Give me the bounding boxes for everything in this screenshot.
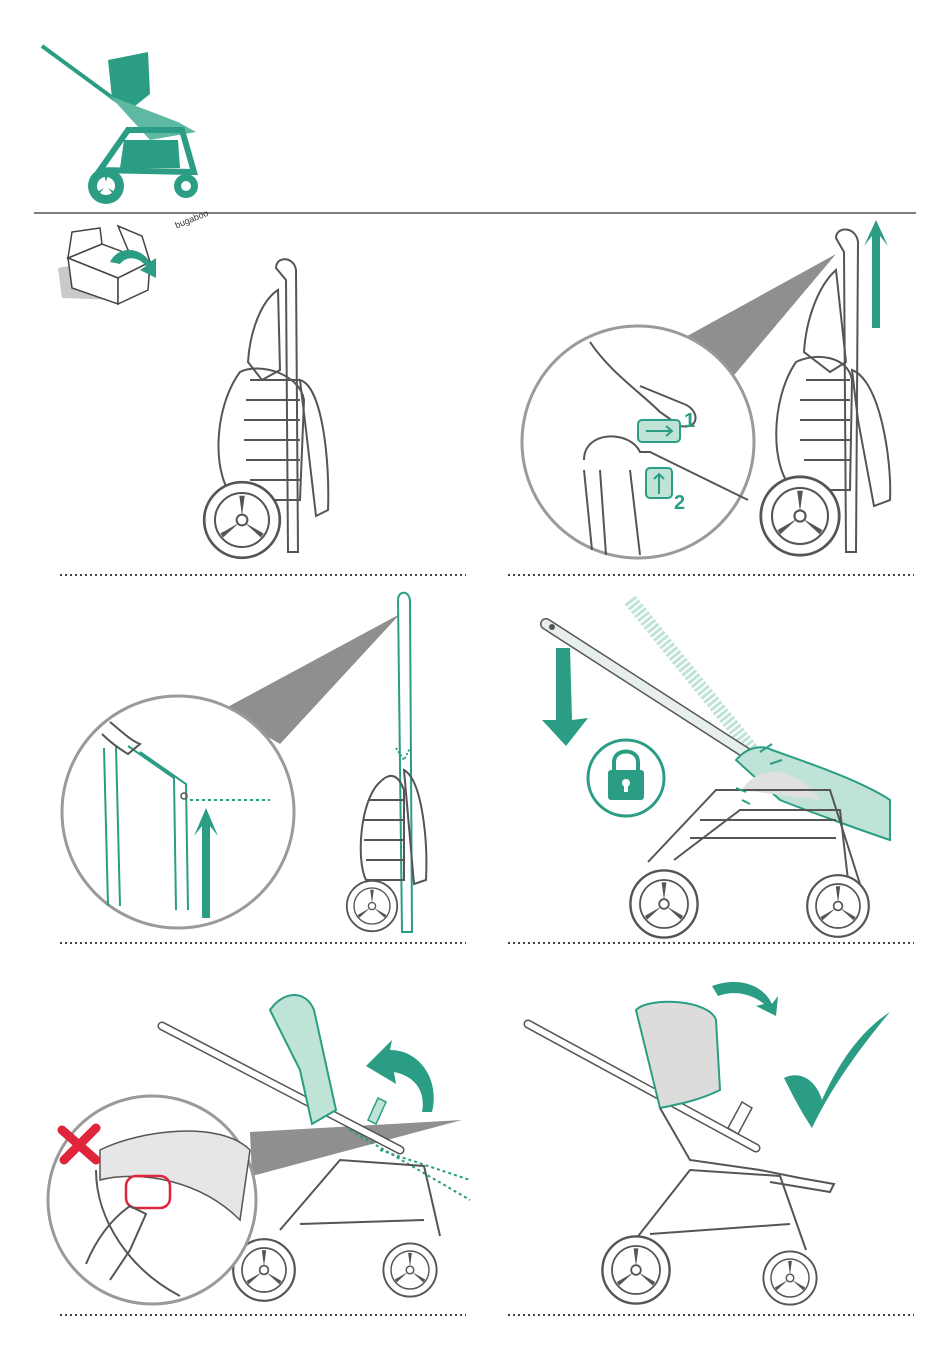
padlock-icon [588,740,664,816]
svg-text:bugaboo: bugaboo [173,208,209,230]
release-handle-icon [522,326,754,558]
rear-wheel-6 [602,1236,669,1303]
canopy-icon [528,982,834,1250]
unbox-icon [58,226,156,304]
rear-wheel-3 [347,881,397,931]
front-wheel-6 [763,1251,816,1304]
warning-zoom [48,1096,256,1304]
checkmark-icon [784,1012,890,1128]
lock-frame-icon [542,600,890,884]
callout-1: 1 [684,410,695,433]
front-wheel-5 [383,1243,436,1296]
rear-wheel-2 [761,477,839,555]
rear-wheel-4 [630,870,697,937]
front-wheel-4 [807,875,869,937]
rear-wheel [204,482,280,558]
box-label: bugaboo [173,208,209,230]
stroller-icon [42,46,198,204]
callout-2: 2 [674,492,685,515]
extend-handlebar-icon [62,696,294,928]
arrow-up-icon [864,220,888,328]
